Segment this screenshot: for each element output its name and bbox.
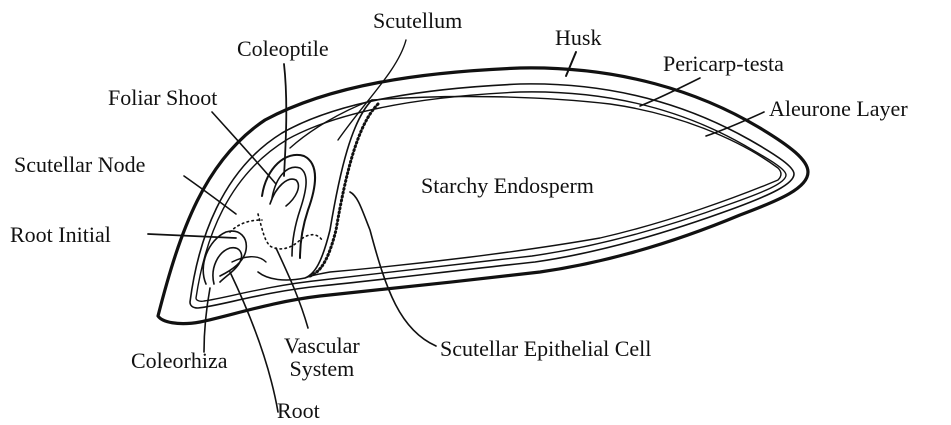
- label-husk: Husk: [555, 27, 601, 49]
- root-outline: [213, 248, 242, 284]
- label-foliar-shoot: Foliar Shoot: [108, 87, 217, 109]
- label-starchy-endosperm: Starchy Endosperm: [421, 175, 594, 197]
- leader-foliar-shoot: [212, 112, 276, 184]
- label-vascular-system-line2: System: [284, 357, 360, 380]
- label-vascular-system: Vascular System: [284, 334, 360, 380]
- label-scutellar-node: Scutellar Node: [14, 154, 145, 176]
- label-aleurone-layer: Aleurone Layer: [769, 98, 908, 120]
- label-coleorhiza: Coleorhiza: [131, 350, 228, 372]
- label-scutellum: Scutellum: [373, 10, 462, 32]
- label-root-initial: Root Initial: [10, 224, 111, 246]
- label-pericarp-testa: Pericarp-testa: [663, 53, 784, 75]
- leader-root-initial: [148, 234, 236, 238]
- label-coleoptile: Coleoptile: [237, 38, 329, 60]
- vascular-system-dots: [258, 214, 322, 249]
- leader-husk: [566, 52, 576, 76]
- scutellum-top: [290, 100, 372, 148]
- scutellar-epithelium: [310, 104, 378, 276]
- label-root: Root: [277, 400, 320, 422]
- label-scutellar-epithelial-cell: Scutellar Epithelial Cell: [440, 338, 651, 360]
- label-vascular-system-line1: Vascular: [284, 334, 360, 357]
- leader-scutellar-node: [184, 176, 236, 214]
- scutellar-node-dots: [230, 220, 262, 232]
- root-inner: [232, 257, 266, 262]
- leader-coleoptile: [284, 64, 286, 176]
- coleoptile-outline: [262, 155, 315, 258]
